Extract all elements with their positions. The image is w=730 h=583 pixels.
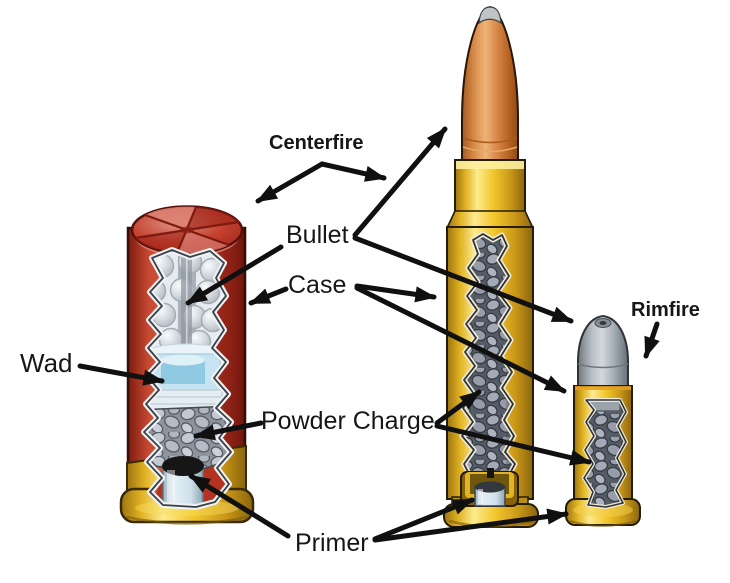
rifle-primer <box>460 468 519 507</box>
arrow-powder-to-rimfire-powder <box>434 423 592 466</box>
label-bullet: Bullet <box>286 221 349 249</box>
arrow-wad-to-wad <box>77 363 165 386</box>
arrow-powder-to-shotshell-powder <box>193 420 264 441</box>
arrow-rimfire-to-rimfire-cartridge <box>643 321 660 359</box>
shotshell-crimp <box>130 205 244 257</box>
label-rimfire: Rimfire <box>631 299 700 321</box>
arrow-centerfire-to-shotshell <box>255 161 325 204</box>
arrow-bullet-to-rifle-bullet <box>352 126 448 238</box>
rimfire-bullet <box>577 314 629 393</box>
arrow-case-to-rimfire-case <box>354 285 567 394</box>
arrow-case-to-shotshell-case <box>248 286 289 306</box>
arrow-primer-to-shotshell-primer <box>188 473 291 539</box>
label-powder-charge: Powder Charge <box>261 407 435 435</box>
rifle-bullet-tip <box>478 6 502 25</box>
label-primer: Primer <box>295 529 369 557</box>
arrow-centerfire-to-rifle <box>319 161 387 182</box>
rimfire-cartridge <box>565 314 641 527</box>
arrow-primer-to-rimfire-rim <box>372 508 569 543</box>
arrows <box>77 126 660 543</box>
arrow-case-to-rifle-case <box>354 283 437 303</box>
label-centerfire: Centerfire <box>269 132 364 154</box>
arrow-bullet-to-shot-pellets <box>185 244 284 306</box>
arrow-primer-to-rifle-primer <box>372 497 475 542</box>
rifle-bullet <box>461 5 519 166</box>
label-case: Case <box>288 271 347 299</box>
label-wad: Wad <box>20 348 73 378</box>
arrow-bullet-to-rimfire-bullet <box>352 235 574 324</box>
rifle-cartridge <box>443 5 539 528</box>
shotshell <box>119 205 255 525</box>
arrow-powder-to-rifle-powder <box>434 389 482 426</box>
